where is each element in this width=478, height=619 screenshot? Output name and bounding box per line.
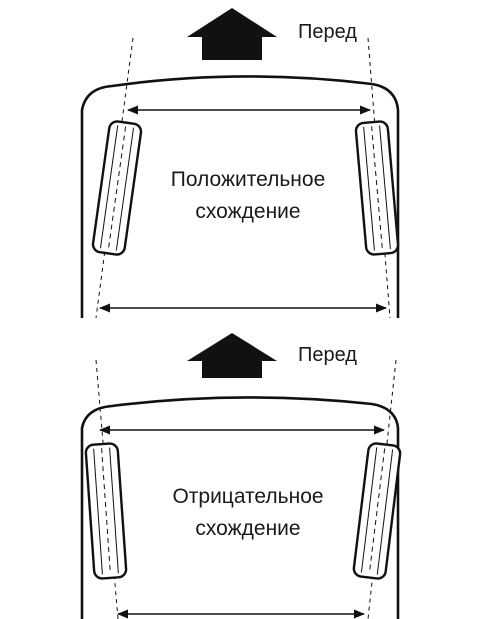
caption-line-2: схождение <box>195 200 300 223</box>
front-arrow-icon <box>187 8 277 60</box>
left-wheel <box>84 442 128 580</box>
front-arrow-icon <box>187 333 277 378</box>
caption-line-1: Отрицательное <box>172 485 323 508</box>
front-label: Перед <box>298 344 357 366</box>
right-wheel <box>354 120 400 256</box>
car-body-outline <box>80 75 400 318</box>
left-axis-guide <box>95 37 134 319</box>
left-wheel <box>91 120 143 256</box>
panel-negative-toe: Перед Отрицательное схождение <box>80 333 402 619</box>
caption-line-2: схождение <box>195 517 300 540</box>
car-body-outline <box>80 396 400 619</box>
right-wheel <box>352 442 402 580</box>
front-label: Перед <box>298 21 357 43</box>
panel-positive-toe: Перед Положительное схождение <box>80 8 400 319</box>
caption-line-1: Положительное <box>171 168 326 191</box>
right-axis-guide <box>367 37 391 319</box>
